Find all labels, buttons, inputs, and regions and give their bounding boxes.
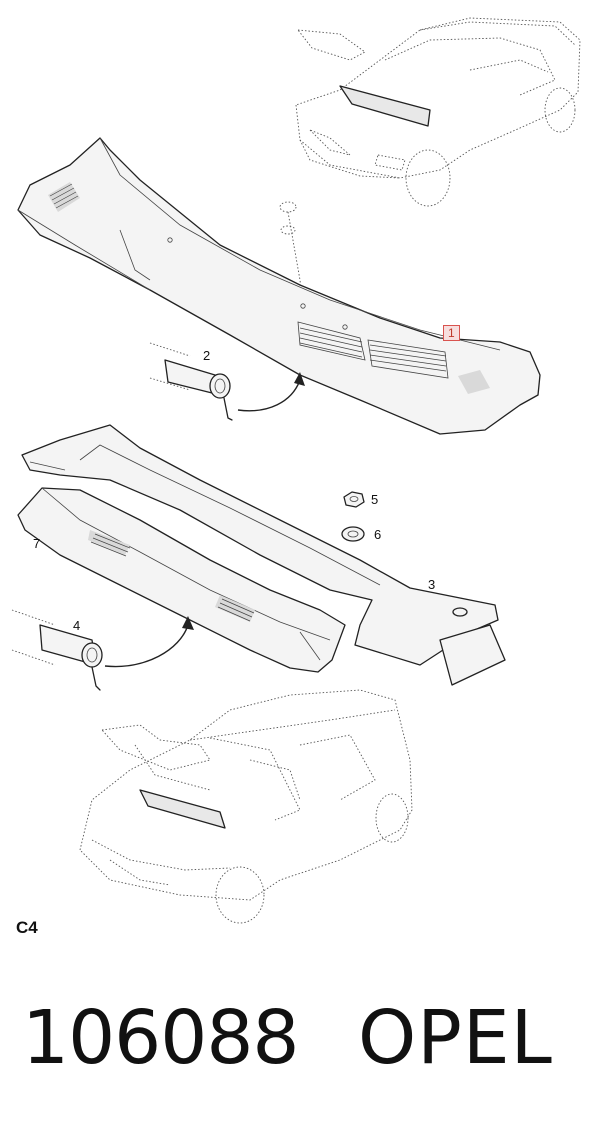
callout-7: 7 [33,536,41,551]
seal-strip-lower [11,609,103,691]
callout-5: 5 [371,492,379,507]
callout-2: 2 [203,348,211,363]
callout-1: 1 [443,325,460,341]
callout-3: 3 [428,577,436,592]
arrow-seal-upper [237,372,305,412]
footer: 106088 OPEL [0,995,600,1095]
nut-fastener [343,491,365,508]
hatchback-car-illustration [295,17,581,207]
brand-name: OPEL [358,995,553,1081]
callout-6: 6 [374,527,382,542]
arrow-seal-lower [104,616,194,668]
callout-4: 4 [73,618,81,633]
seal-strip-upper [149,342,233,421]
mpv-car-illustration [79,689,413,924]
washer-fastener [341,526,365,542]
section-code: C4 [16,918,38,937]
parts-diagram [11,17,581,924]
cowl-panel-lower [21,424,506,686]
cowl-cover-panel [17,487,346,673]
part-number: 106088 [22,995,299,1081]
clip-fastener-detail [279,201,303,301]
cowl-panel-upper [17,137,541,435]
